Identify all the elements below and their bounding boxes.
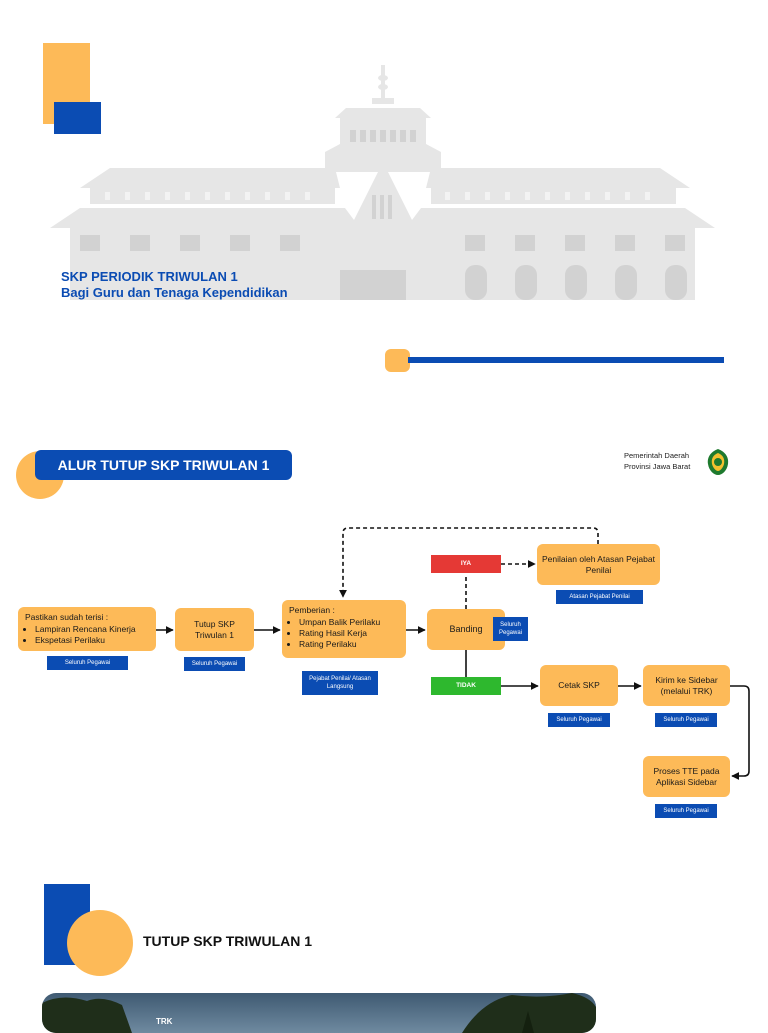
- step-cetak-skp: Cetak SKP: [540, 665, 618, 706]
- arrow-kirim-proses: [730, 685, 750, 780]
- step-pastikan-item: Lampiran Rencana Kinerja: [35, 624, 136, 635]
- step-pemberian-intro: Pemberian :: [289, 605, 335, 615]
- tag-step-cetak-skp: Seluruh Pegawai: [548, 713, 610, 727]
- tag-step-banding: Seluruh Pegawai: [493, 617, 528, 641]
- section3-accent-circle: [67, 910, 133, 976]
- step-pastikan-item: Ekspetasi Perilaku: [35, 635, 136, 646]
- section3-heading: TUTUP SKP TRIWULAN 1: [143, 933, 313, 949]
- step-proses-tte: Proses TTE pada Aplikasi Sidebar: [643, 756, 730, 797]
- cover-accent-blue: [54, 102, 101, 134]
- tag-step-proses-tte: Seluruh Pegawai: [655, 804, 717, 818]
- section3-photo: TRK: [42, 993, 596, 1033]
- step-tutup-skp: Tutup SKP Triwulan 1: [175, 608, 254, 651]
- arrow-penilaian-step3: [339, 527, 599, 598]
- tag-step-tutup-skp: Seluruh Pegawai: [184, 657, 245, 671]
- step-pemberian: Pemberian : Umpan Balik Perilaku Rating …: [282, 600, 406, 658]
- palm-tree-silhouette: [42, 993, 596, 1033]
- step-pemberian-item: Rating Hasil Kerja: [299, 628, 380, 639]
- gedung-sate-illustration: [50, 65, 715, 300]
- photo-caption: TRK: [156, 1017, 173, 1026]
- step-pemberian-item: Umpan Balik Perilaku: [299, 617, 380, 628]
- section-heading: ALUR TUTUP SKP TRIWULAN 1: [35, 450, 292, 480]
- cover-title-line2: Bagi Guru dan Tenaga Kependidikan: [61, 285, 288, 300]
- step-pastikan: Pastikan sudah terisi : Lampiran Rencana…: [18, 607, 156, 651]
- jabar-logo-icon: [707, 449, 729, 475]
- decision-iya: IYA: [431, 555, 501, 573]
- cover-title: SKP PERIODIK TRIWULAN 1 Bagi Guru dan Te…: [61, 269, 361, 301]
- org-name-line1: Pemerintah Daerah: [624, 451, 690, 460]
- tag-step-pemberian: Pejabat Penilai/ Atasan Langsung: [302, 671, 378, 695]
- cover-divider-line: [408, 357, 724, 363]
- tag-step-pastikan: Seluruh Pegawai: [47, 656, 128, 670]
- step-banding: Banding: [427, 609, 505, 650]
- tag-step-kirim-sidebar: Seluruh Pegawai: [655, 713, 717, 727]
- cover-title-line1: SKP PERIODIK TRIWULAN 1: [61, 269, 238, 284]
- step-penilaian-atasan: Penilaian oleh Atasan Pejabat Penilai: [537, 544, 660, 585]
- tag-step-penilaian-atasan: Atasan Pejabat Penilai: [556, 590, 643, 604]
- step-kirim-sidebar: Kirim ke Sidebar (melalui TRK): [643, 665, 730, 706]
- step-pemberian-item: Rating Perilaku: [299, 639, 380, 650]
- org-name-line2: Provinsi Jawa Barat: [624, 462, 691, 471]
- step-pastikan-intro: Pastikan sudah terisi :: [25, 612, 109, 622]
- cover-divider-dot: [385, 349, 410, 372]
- org-name: Pemerintah Daerah Provinsi Jawa Barat: [624, 450, 714, 472]
- decision-tidak: TIDAK: [431, 677, 501, 695]
